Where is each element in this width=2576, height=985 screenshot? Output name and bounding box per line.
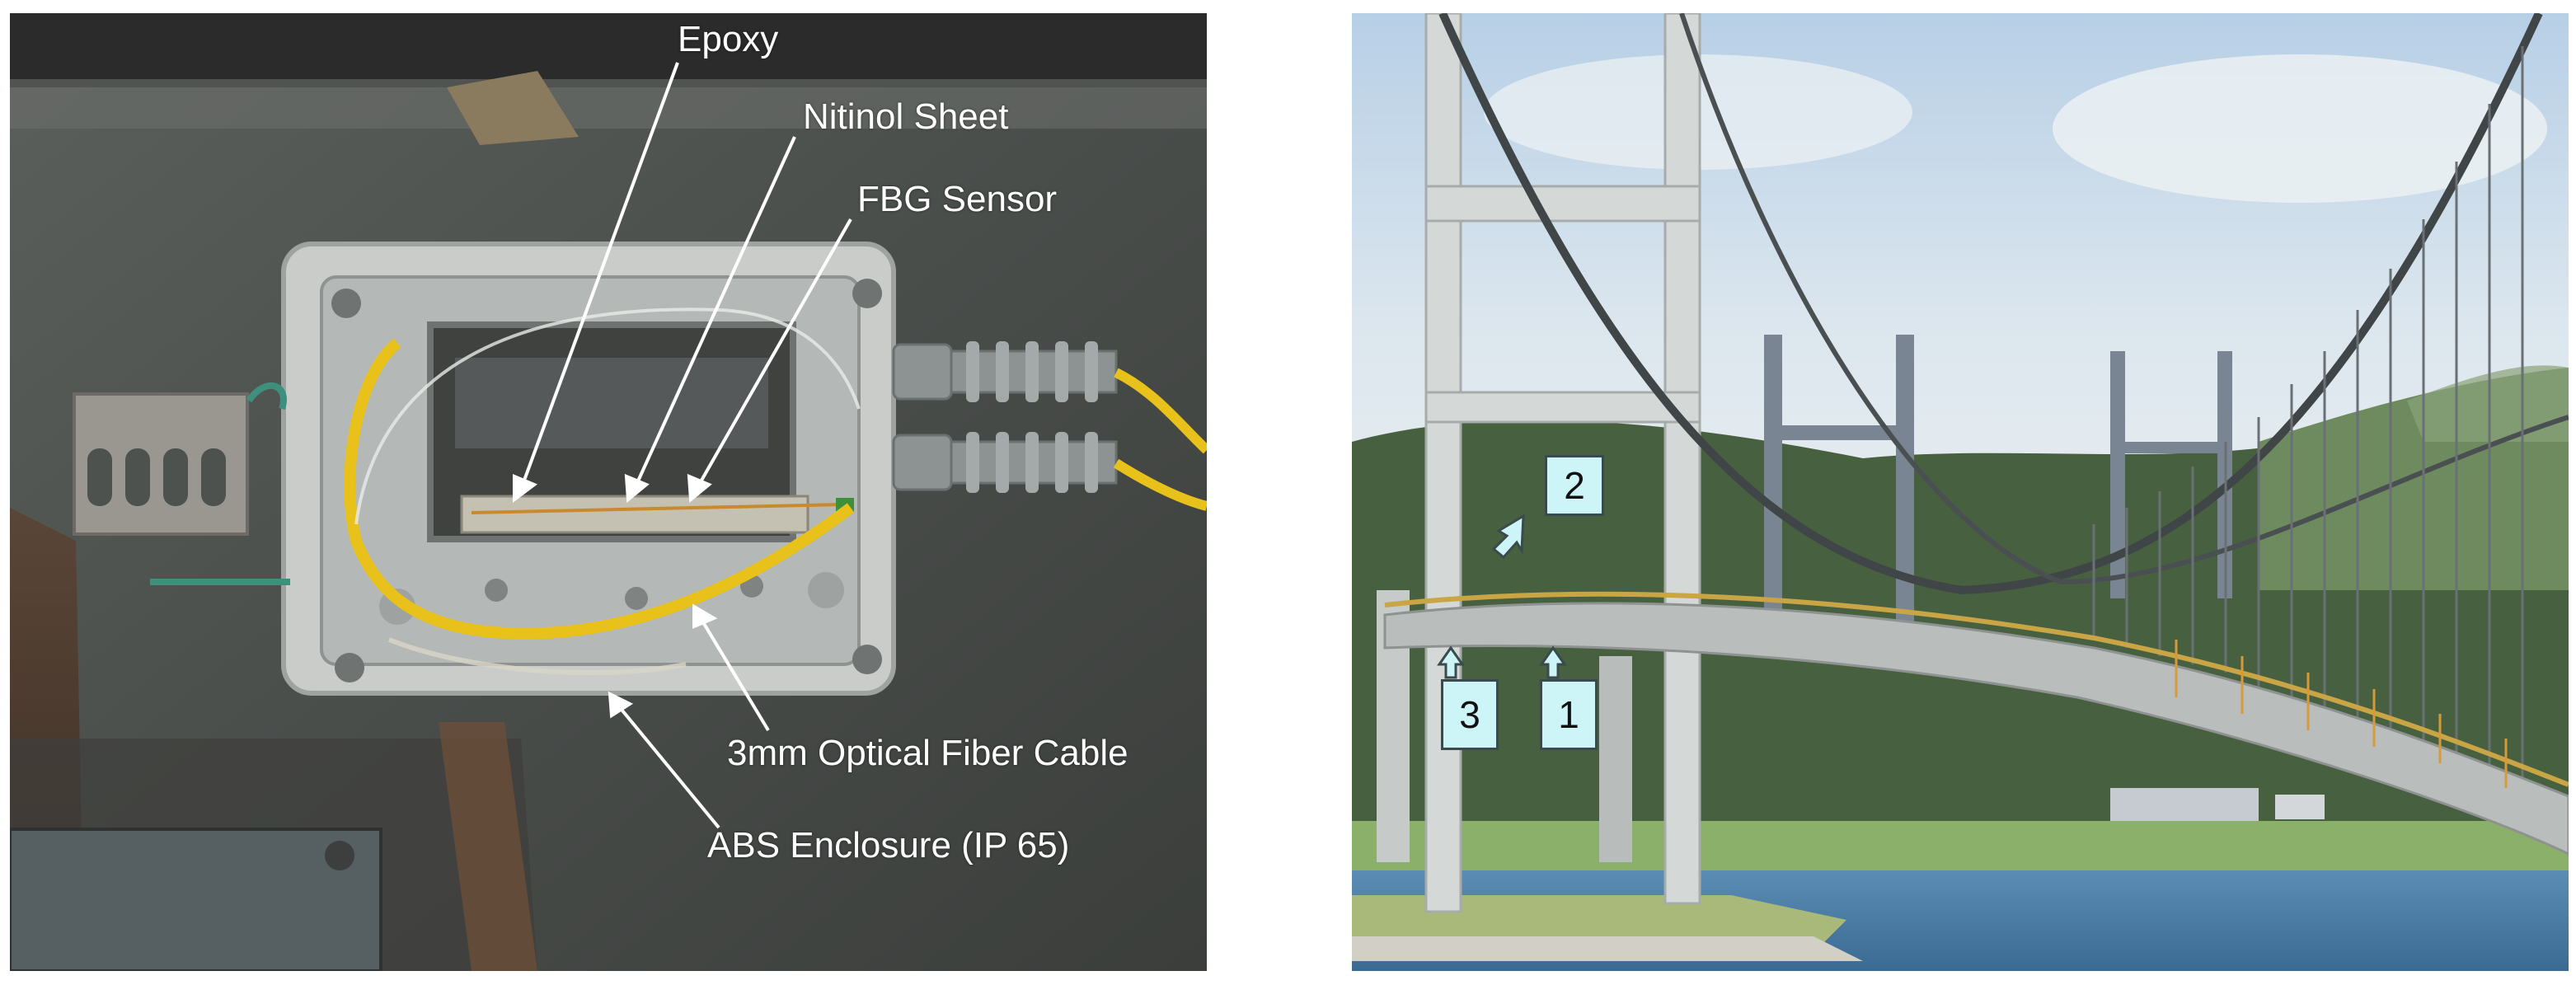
suspension-bridge-photo: 2 3 1	[1352, 13, 2569, 971]
bridge-photo-graphic	[1352, 13, 2569, 971]
marker-arrows	[1437, 514, 1567, 679]
marker-3: 3	[1441, 679, 1499, 750]
fbg-sensor-label: FBG Sensor	[857, 179, 1058, 219]
sensor-installation-photo: Epoxy Nitinol Sheet FBG Sensor 3mm Optic…	[10, 13, 1207, 971]
marker-2: 2	[1545, 455, 1604, 516]
callout-arrows	[513, 62, 852, 829]
optical-fiber-cable-label: 3mm Optical Fiber Cable	[727, 733, 1128, 773]
epoxy-label: Epoxy	[678, 19, 779, 59]
abs-enclosure-label: ABS Enclosure (IP 65)	[707, 825, 1070, 865]
nitinol-sheet-label: Nitinol Sheet	[803, 96, 1009, 137]
marker-1: 1	[1540, 679, 1598, 750]
sensor-photo-graphic	[10, 13, 1207, 971]
